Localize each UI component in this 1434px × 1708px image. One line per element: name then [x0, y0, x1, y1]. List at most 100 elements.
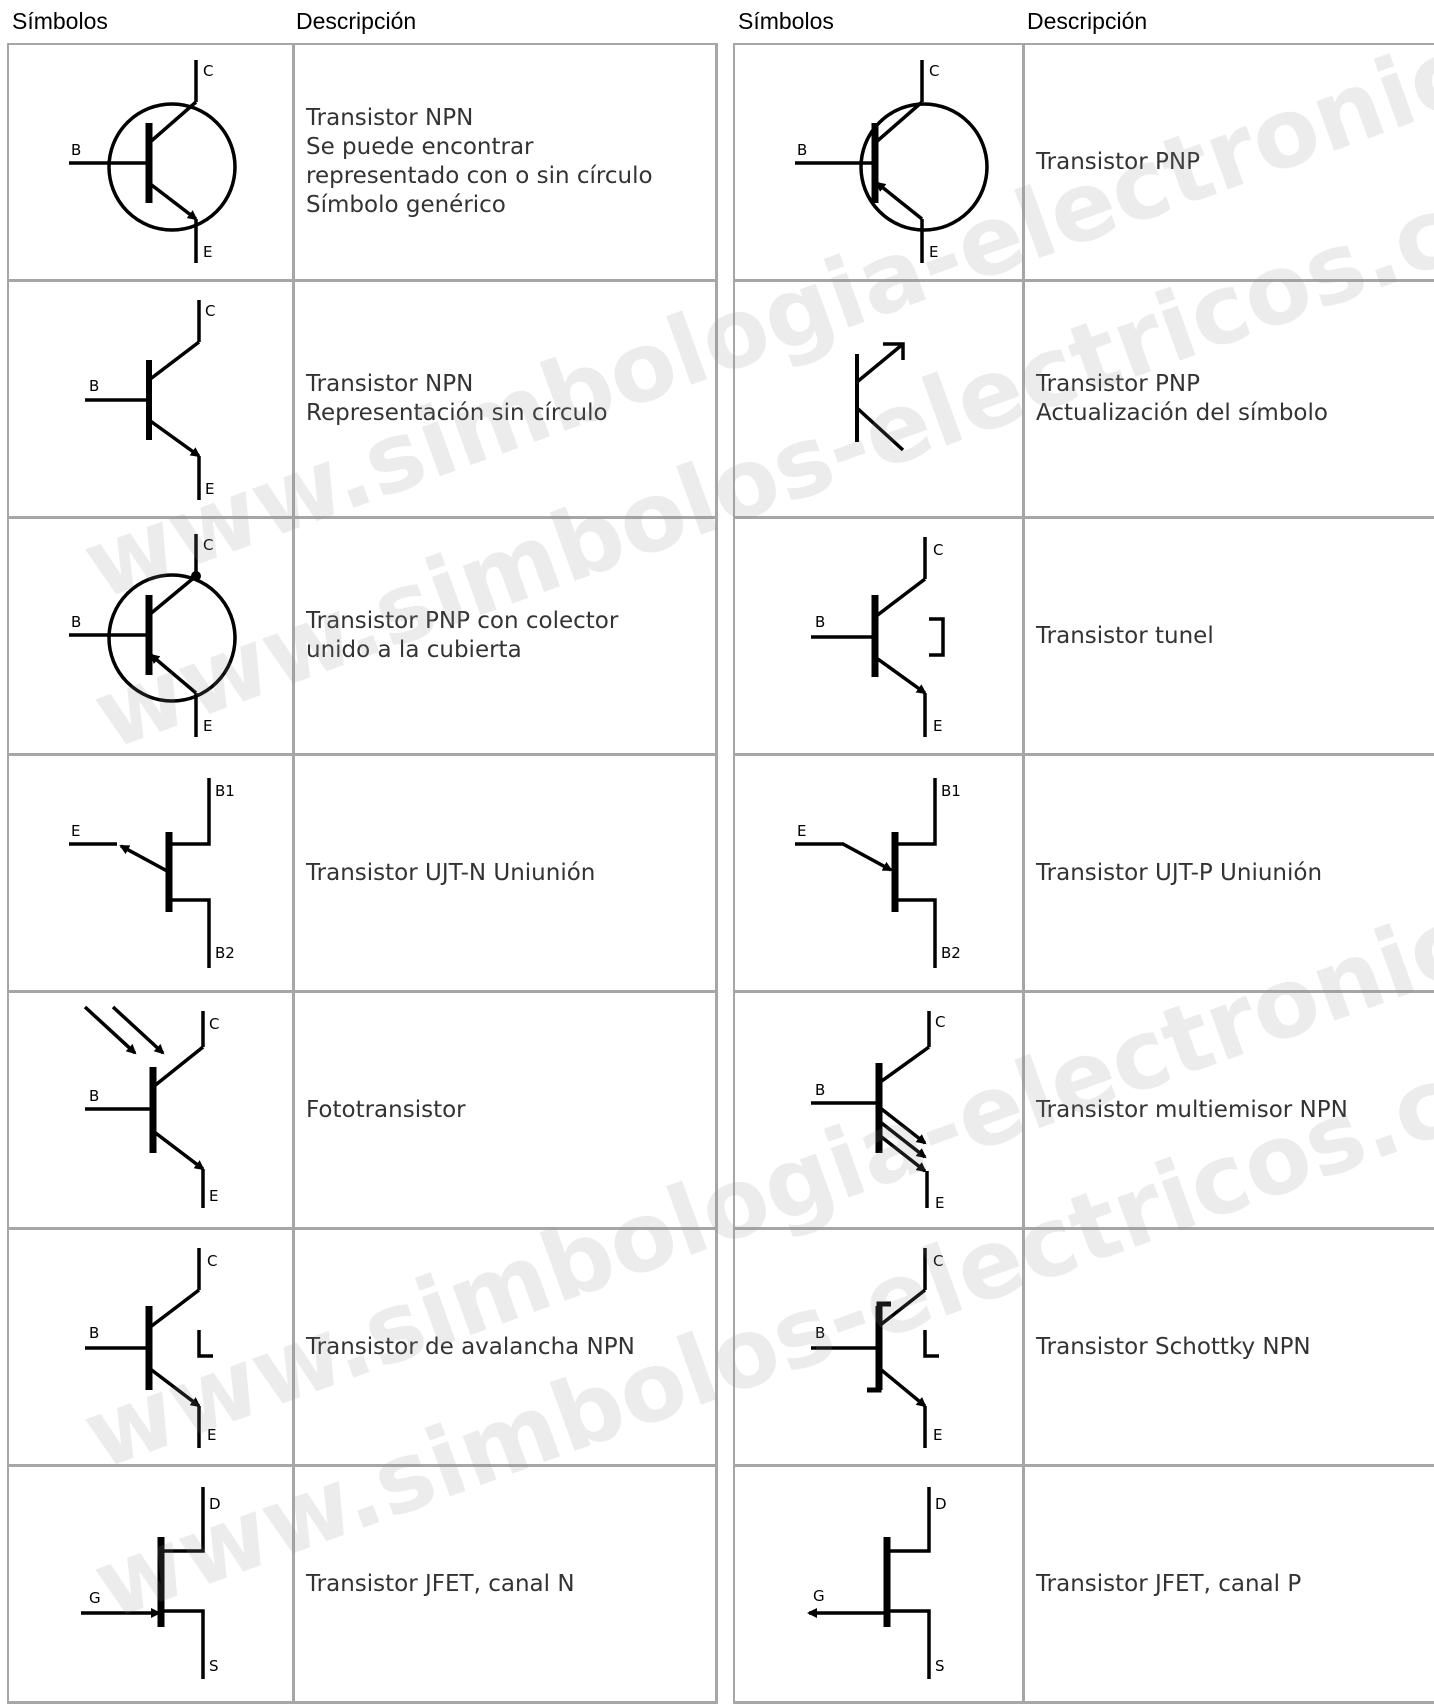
- pin-label: B: [71, 141, 81, 159]
- pin-label: C: [929, 62, 939, 80]
- pin-label: S: [209, 1657, 219, 1675]
- pin-label: B: [815, 613, 825, 631]
- table-row: B1 E B2 Transistor UJT-P Uniunión: [735, 756, 1434, 993]
- description-cell: Transistor tunel: [1025, 519, 1434, 756]
- ujt-n-transistor-icon: B1 E B2: [69, 778, 235, 968]
- pin-label: E: [205, 480, 214, 498]
- description-cell: Transistor PNP: [1025, 45, 1434, 282]
- tunnel-transistor-icon: C B E: [811, 537, 945, 737]
- jfet-p-channel-icon: D G S: [807, 1487, 947, 1679]
- table-row: C B E Transistor NPN Se puede encontrar …: [9, 45, 718, 282]
- symbol-cell: C B E: [9, 1230, 295, 1467]
- pin-label: E: [209, 1187, 218, 1205]
- pin-label: E: [207, 1426, 216, 1444]
- description-cell: Transistor UJT-N Uniunión: [295, 756, 718, 993]
- description-cell: Transistor multiemisor NPN: [1025, 993, 1434, 1230]
- pin-label: G: [89, 1589, 101, 1607]
- npn-transistor-circle-icon: C B E: [69, 60, 237, 263]
- pin-label: D: [935, 1495, 947, 1513]
- pin-label: B: [815, 1081, 825, 1099]
- table-row: C B E Fototransistor: [9, 993, 718, 1230]
- pin-label: B1: [215, 782, 235, 800]
- pin-label: B: [89, 1087, 99, 1105]
- pin-label: E: [933, 1426, 942, 1444]
- symbol-cell: [735, 282, 1025, 519]
- pin-label: B2: [215, 944, 235, 962]
- table-row: C B E Transistor PNP: [735, 45, 1434, 282]
- npn-transistor-icon: C B E: [85, 300, 215, 500]
- table-row: C B E Transistor de avalancha NPN: [9, 1230, 718, 1467]
- pin-label: B: [71, 613, 81, 631]
- symbol-cell: C B E: [9, 519, 295, 756]
- left-symbol-table: C B E Transistor NPN Se puede encontrar …: [7, 43, 718, 1704]
- jfet-n-channel-icon: D G S: [81, 1487, 221, 1679]
- description-cell: Transistor UJT-P Uniunión: [1025, 756, 1434, 993]
- pin-label: B: [815, 1324, 825, 1342]
- symbol-cell: C B E: [735, 1230, 1025, 1467]
- pin-label: E: [929, 243, 938, 261]
- table-row: B1 E B2 Transistor UJT-N Uniunión: [9, 756, 718, 993]
- pin-label: C: [935, 1013, 945, 1031]
- pin-label: C: [933, 1252, 943, 1270]
- symbol-cell: C B E: [9, 45, 295, 282]
- description-cell: Transistor de avalancha NPN: [295, 1230, 718, 1467]
- table-row: C B E Transistor NPN Representación sin …: [9, 282, 718, 519]
- description-cell: Transistor JFET, canal P: [1025, 1467, 1434, 1704]
- right-header-symbols: Símbolos: [738, 8, 834, 34]
- pin-label: B2: [941, 944, 961, 962]
- symbol-cell: C B E: [735, 993, 1025, 1230]
- pin-label: E: [933, 717, 942, 735]
- pin-label: B: [797, 141, 807, 159]
- pin-label: C: [203, 62, 213, 80]
- pin-label: E: [203, 243, 212, 261]
- pin-label: B1: [941, 782, 961, 800]
- phototransistor-icon: C B E: [83, 1005, 219, 1208]
- pnp-transistor-collector-case-icon: C B E: [69, 534, 237, 737]
- symbol-cell: C B E: [735, 519, 1025, 756]
- pin-label: C: [209, 1015, 219, 1033]
- symbol-cell: C B E: [735, 45, 1025, 282]
- pin-label: C: [205, 302, 215, 320]
- table-row: C B E Transistor PNP con colector unido …: [9, 519, 718, 756]
- symbol-cell: B1 E B2: [9, 756, 295, 993]
- pin-label: E: [203, 717, 212, 735]
- pin-label: E: [71, 822, 80, 840]
- table-row: C B E Transistor multiemisor NPN: [735, 993, 1434, 1230]
- pnp-transistor-updated-icon: [855, 342, 905, 452]
- pin-label: D: [209, 1495, 221, 1513]
- left-header-description: Descripción: [296, 8, 417, 34]
- avalanche-npn-transistor-icon: C B E: [85, 1248, 217, 1448]
- description-cell: Transistor PNP con colector unido a la c…: [295, 519, 718, 756]
- pin-label: E: [797, 822, 806, 840]
- symbol-cell: D G S: [9, 1467, 295, 1704]
- right-symbol-table: C B E Transistor PNP Transistor PNP Actu…: [733, 43, 1434, 1704]
- table-row: C B E Transistor Schottky NPN: [735, 1230, 1434, 1467]
- pin-label: E: [935, 1194, 944, 1212]
- symbol-cell: C B E: [9, 282, 295, 519]
- table-row: D G S Transistor JFET, canal P: [735, 1467, 1434, 1704]
- pin-label: C: [203, 536, 213, 554]
- table-row: C B E Transistor tunel: [735, 519, 1434, 756]
- ujt-p-transistor-icon: B1 E B2: [795, 778, 961, 968]
- pin-label: C: [207, 1252, 217, 1270]
- symbol-cell: B1 E B2: [735, 756, 1025, 993]
- pin-label: B: [89, 1324, 99, 1342]
- pin-label: C: [933, 541, 943, 559]
- description-cell: Transistor JFET, canal N: [295, 1467, 718, 1704]
- schottky-npn-transistor-icon: C B E: [811, 1248, 943, 1448]
- table-row: D G S Transistor JFET, canal N: [9, 1467, 718, 1704]
- description-cell: Transistor NPN Representación sin círcul…: [295, 282, 718, 519]
- left-header-symbols: Símbolos: [12, 8, 108, 34]
- description-cell: Transistor NPN Se puede encontrar repres…: [295, 45, 718, 282]
- pnp-transistor-circle-icon: C B E: [795, 60, 989, 263]
- pin-label: S: [935, 1657, 945, 1675]
- pin-label: B: [89, 377, 99, 395]
- description-cell: Fototransistor: [295, 993, 718, 1230]
- right-header-description: Descripción: [1027, 8, 1148, 34]
- multi-emitter-npn-transistor-icon: C B E: [811, 1011, 945, 1212]
- table-row: Transistor PNP Actualización del símbolo: [735, 282, 1434, 519]
- pin-label: G: [813, 1587, 825, 1605]
- symbol-cell: D G S: [735, 1467, 1025, 1704]
- description-cell: Transistor Schottky NPN: [1025, 1230, 1434, 1467]
- symbol-cell: C B E: [9, 993, 295, 1230]
